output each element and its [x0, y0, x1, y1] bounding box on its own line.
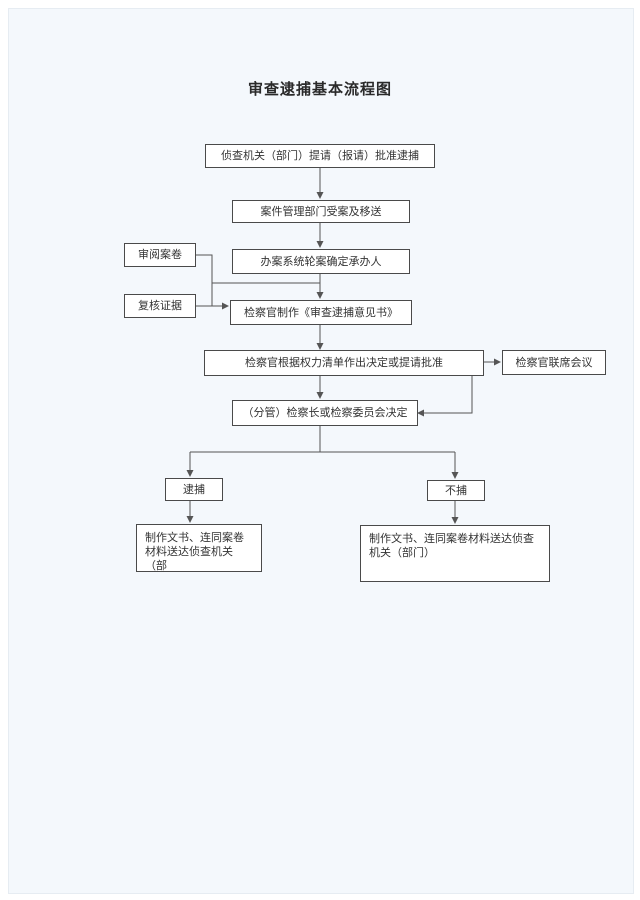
node-case-management: 案件管理部门受案及移送: [232, 200, 410, 223]
node-no-arrest: 不捕: [427, 480, 485, 501]
node-verify-evidence: 复核证据: [124, 294, 196, 318]
node-review-files: 审阅案卷: [124, 243, 196, 267]
node-request: 侦查机关（部门）提请（报请）批准逮捕: [205, 144, 435, 168]
page-title: 审查逮捕基本流程图: [247, 80, 392, 98]
node-joint-meeting: 检察官联席会议: [502, 350, 606, 375]
node-chief-decision: （分管）检察长或检察委员会决定: [232, 400, 418, 426]
bracket-review: [196, 254, 229, 310]
arrow-joint-to-chief: [417, 375, 473, 417]
node-arrest: 逮捕: [165, 478, 223, 501]
node-assign-handler: 办案系统轮案确定承办人: [232, 249, 410, 274]
node-no-arrest-documents: 制作文书、连同案卷材料送达侦查机关（部门）: [360, 525, 550, 582]
node-opinion: 检察官制作《审查逮捕意见书》: [230, 300, 412, 325]
node-arrest-documents: 制作文书、连同案卷材料送达侦查机关（部: [136, 524, 262, 572]
node-decision-list: 检察官根据权力清单作出决定或提请批准: [204, 350, 484, 376]
